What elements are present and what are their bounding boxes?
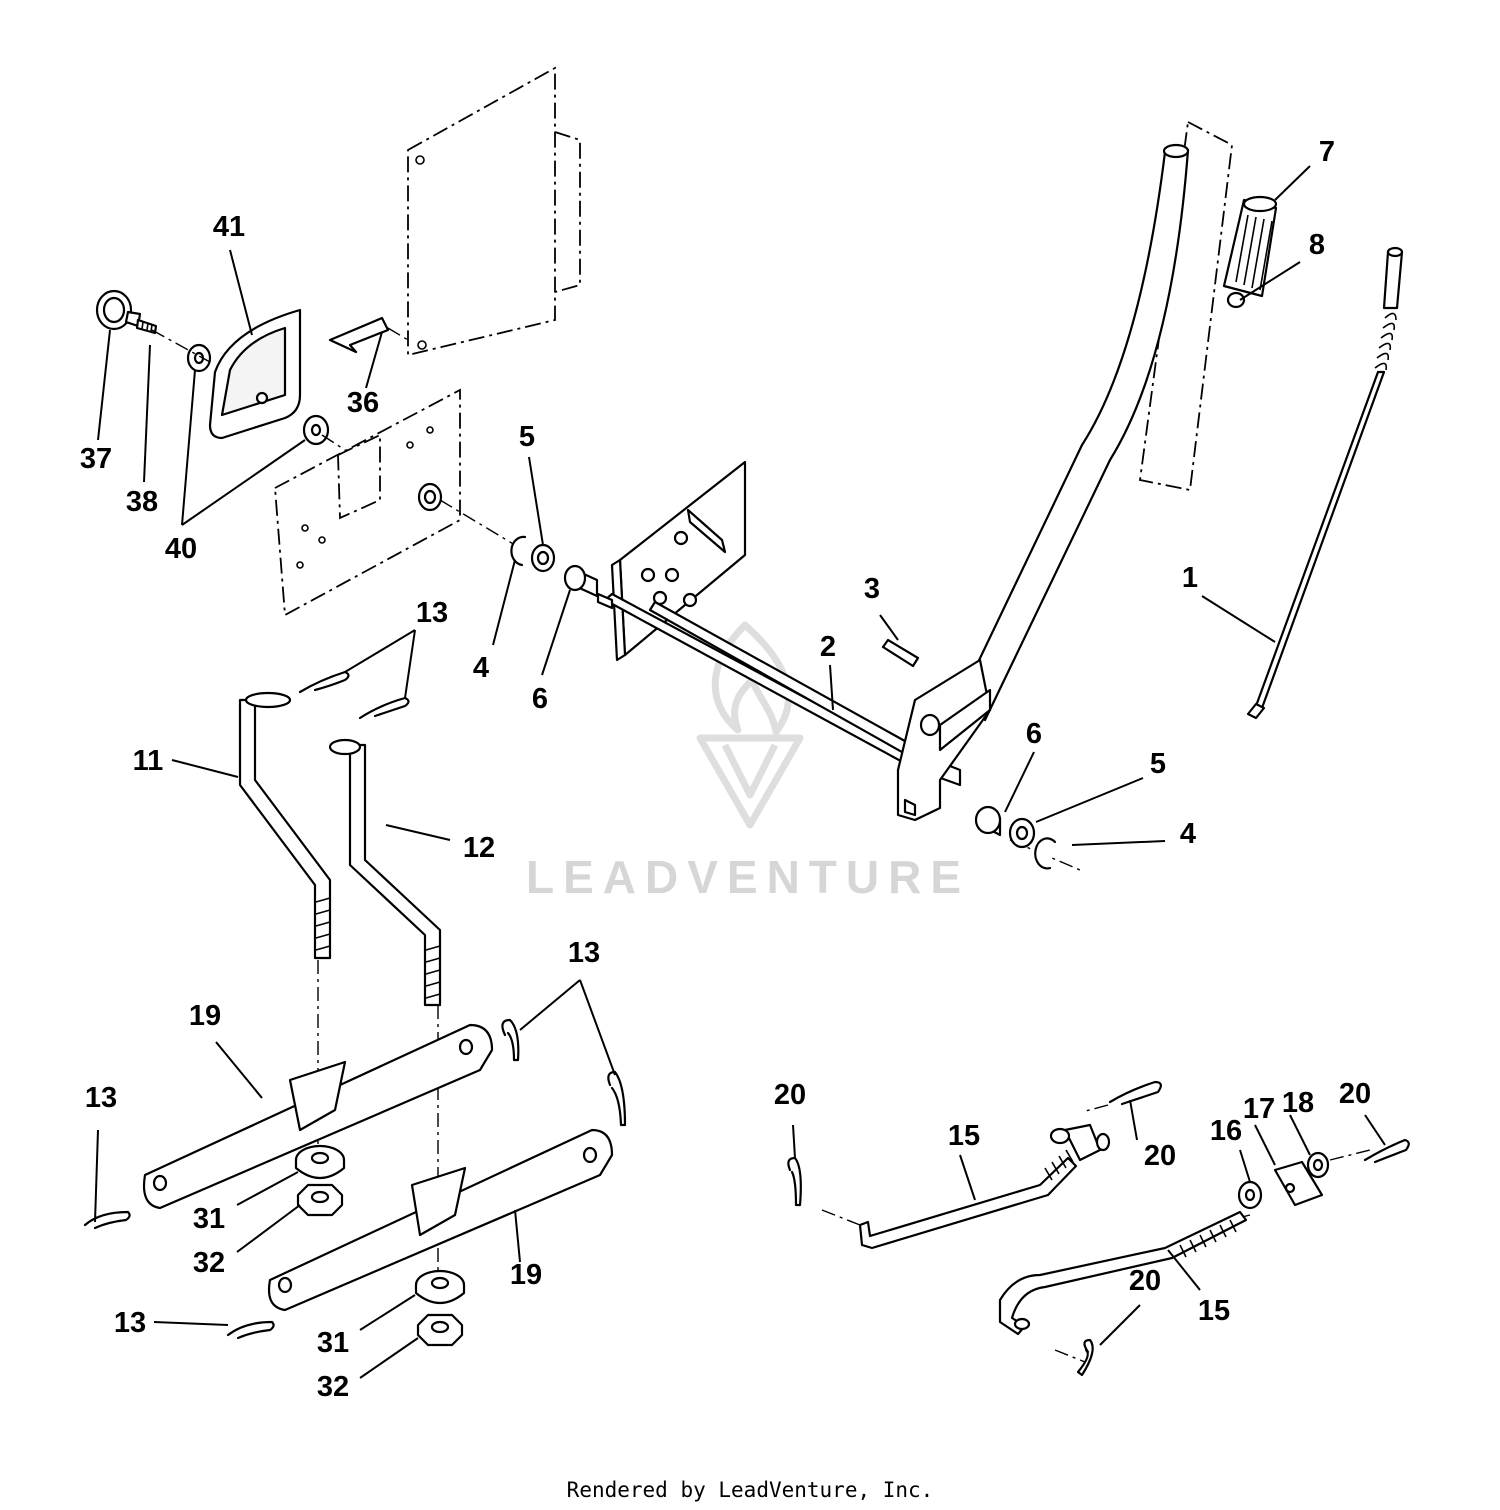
callout-19-lower: 19 bbox=[510, 1259, 542, 1291]
part-19-lift-arm-upper bbox=[142, 1023, 494, 1210]
callout-1: 1 bbox=[1182, 562, 1198, 594]
part-5-washer-right bbox=[1008, 817, 1036, 849]
callout-15-lower: 15 bbox=[1198, 1295, 1230, 1327]
part-13-clip-c bbox=[501, 1018, 520, 1062]
callout-7: 7 bbox=[1319, 136, 1335, 168]
part-20-clip-c bbox=[1363, 1138, 1410, 1164]
part-7-grip bbox=[1222, 195, 1278, 298]
part-3-roll-pin bbox=[881, 638, 920, 668]
part-20-clip-d bbox=[1076, 1338, 1094, 1377]
callout-32-lower: 32 bbox=[317, 1371, 349, 1403]
part-4-e-ring-left bbox=[510, 535, 527, 567]
callout-16: 16 bbox=[1210, 1115, 1242, 1147]
callout-13-top: 13 bbox=[416, 597, 448, 629]
callout-32-upper: 32 bbox=[193, 1247, 225, 1279]
part-37-cap bbox=[95, 289, 133, 331]
part-15-rod-upper bbox=[858, 1149, 1078, 1250]
callout-4-left: 4 bbox=[473, 652, 489, 684]
phantom-outline-seat bbox=[407, 66, 581, 357]
leadventure-v-icon bbox=[696, 734, 804, 829]
part-4-e-ring-right bbox=[1034, 837, 1057, 870]
part-18-nut bbox=[1306, 1151, 1330, 1179]
part-20-clip-a bbox=[787, 1156, 802, 1207]
part-11-link bbox=[238, 691, 332, 960]
part-13-clip-f bbox=[226, 1320, 275, 1340]
callout-20-right: 20 bbox=[1339, 1078, 1371, 1110]
callout-40: 40 bbox=[165, 533, 197, 565]
lift-lever-assembly bbox=[896, 143, 1190, 822]
part-36-clip bbox=[328, 316, 390, 354]
callout-13-bottom: 13 bbox=[114, 1307, 146, 1339]
phantom-outline-lever-guide bbox=[1138, 120, 1233, 492]
callout-6-left: 6 bbox=[532, 683, 548, 715]
watermark: LEADVENTURE bbox=[526, 621, 970, 903]
part-15-rod-lower bbox=[998, 1210, 1248, 1336]
part-17-trunnion bbox=[1273, 1160, 1324, 1207]
frame-pivot-bushing bbox=[417, 482, 443, 512]
callout-2: 2 bbox=[820, 631, 836, 663]
callout-11: 11 bbox=[133, 745, 164, 777]
part-20-clip-b bbox=[1108, 1080, 1162, 1106]
leader-lines bbox=[94, 165, 1386, 1379]
callout-36: 36 bbox=[347, 387, 379, 419]
trunnion-block-upper bbox=[1049, 1123, 1111, 1162]
callout-18: 18 bbox=[1282, 1087, 1314, 1119]
callout-3: 3 bbox=[864, 573, 880, 605]
part-13-clip-e bbox=[83, 1210, 131, 1230]
callout-12: 12 bbox=[463, 832, 495, 864]
footer-credit: Rendered by LeadVenture, Inc. bbox=[566, 1478, 934, 1502]
part-41-cover bbox=[208, 308, 302, 440]
callout-13-mid: 13 bbox=[568, 937, 600, 969]
callout-13-left: 13 bbox=[85, 1082, 117, 1114]
part-5-washer-left bbox=[530, 543, 556, 573]
callout-15-upper: 15 bbox=[948, 1120, 980, 1152]
part-40-washers bbox=[186, 343, 330, 446]
callout-labels: 1 2 3 4 4 5 5 6 6 7 8 11 12 13 13 13 13 … bbox=[80, 136, 1371, 1403]
part-6-bushing-right bbox=[974, 805, 1002, 837]
phantom-outline-frame-bracket bbox=[274, 388, 461, 617]
callout-20-left: 20 bbox=[774, 1079, 806, 1111]
callout-4-right: 4 bbox=[1180, 818, 1196, 850]
callout-20-bottom: 20 bbox=[1129, 1265, 1161, 1297]
part-38-bolt bbox=[124, 310, 158, 335]
part-8-nut bbox=[1226, 291, 1246, 309]
callout-37: 37 bbox=[80, 443, 112, 475]
part-32-nut-lower bbox=[416, 1313, 464, 1347]
watermark-text: LEADVENTURE bbox=[526, 851, 970, 903]
part-31-spacer-upper bbox=[294, 1144, 346, 1180]
callout-6-right: 6 bbox=[1026, 718, 1042, 750]
part-12-link bbox=[328, 738, 442, 1007]
callout-31-upper: 31 bbox=[193, 1203, 225, 1235]
part-31-spacer-lower bbox=[414, 1269, 466, 1305]
part-1-lift-rod bbox=[1246, 246, 1404, 720]
callout-20-mid: 20 bbox=[1144, 1140, 1176, 1172]
callout-38: 38 bbox=[126, 486, 158, 518]
part-13-clip-a bbox=[298, 670, 350, 694]
part-19-lift-arm-lower bbox=[267, 1128, 614, 1312]
part-13-clip-d bbox=[607, 1070, 627, 1127]
callout-5-left: 5 bbox=[519, 421, 535, 453]
callout-5-right: 5 bbox=[1150, 748, 1166, 780]
callout-19-upper: 19 bbox=[189, 1000, 221, 1032]
callout-8: 8 bbox=[1309, 229, 1325, 261]
callout-17: 17 bbox=[1243, 1093, 1275, 1125]
callout-31-lower: 31 bbox=[317, 1327, 349, 1359]
part-16-nut bbox=[1237, 1180, 1263, 1210]
part-13-clip-b bbox=[358, 696, 410, 720]
part-32-nut-upper bbox=[296, 1183, 344, 1217]
callout-41: 41 bbox=[213, 211, 245, 243]
